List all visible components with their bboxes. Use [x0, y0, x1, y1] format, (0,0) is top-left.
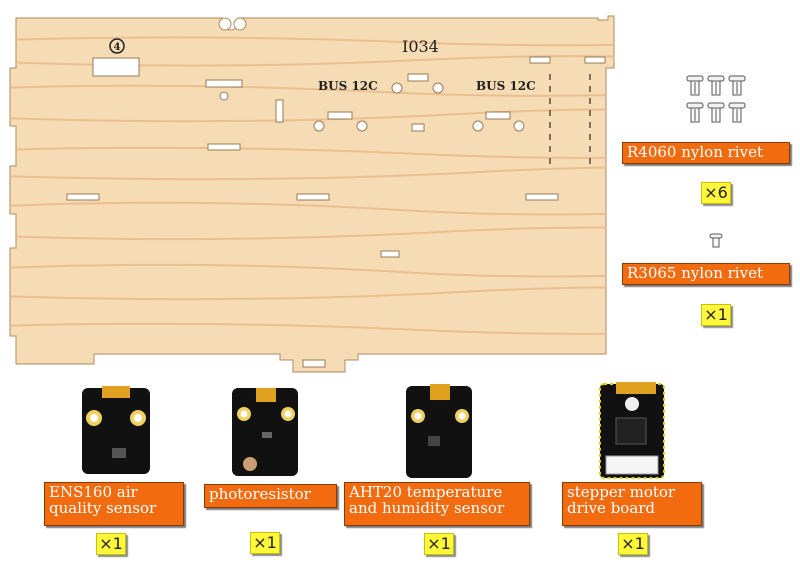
- part-qty-r3065: ×1: [701, 304, 731, 326]
- part-label-r4060: R4060 nylon rivet: [622, 142, 790, 164]
- part-qty-photoresistor: ×1: [250, 532, 280, 554]
- board-model-label: I034: [402, 37, 439, 56]
- part-label-r3065: R3065 nylon rivet: [622, 263, 790, 285]
- stepper-driver-module-image: [599, 382, 665, 479]
- part-label-aht20: AHT20 temperature and humidity sensor: [344, 482, 530, 526]
- top-notch-hole-right: [233, 17, 247, 31]
- top-notch-hole-left: [218, 17, 232, 31]
- r4060-rivet-icons: [686, 75, 746, 123]
- wood-grain: [10, 36, 614, 335]
- r3065-rivet-icon: [709, 233, 723, 248]
- part-label-stepper-driver: stepper motor drive board: [562, 482, 702, 526]
- part-label-photoresistor: photoresistor: [204, 484, 337, 508]
- fold-lines: [549, 74, 591, 170]
- part-label-ens160: ENS160 air quality sensor: [44, 482, 184, 526]
- part-qty-stepper-driver: ×1: [618, 533, 648, 555]
- part-qty-ens160: ×1: [96, 533, 126, 555]
- ens160-module-image: [82, 386, 150, 474]
- board-cutouts: [66, 56, 606, 368]
- part-number-marker: [109, 38, 125, 54]
- photoresistor-module-image: [232, 388, 298, 476]
- aht20-module-image: [406, 384, 472, 478]
- part-number-marker-text: 4: [114, 42, 121, 53]
- bus-label-right: BUS 12C: [476, 79, 536, 93]
- bus-label-left: BUS 12C: [318, 79, 378, 93]
- part-qty-r4060: ×6: [701, 182, 731, 204]
- part-qty-aht20: ×1: [424, 533, 454, 555]
